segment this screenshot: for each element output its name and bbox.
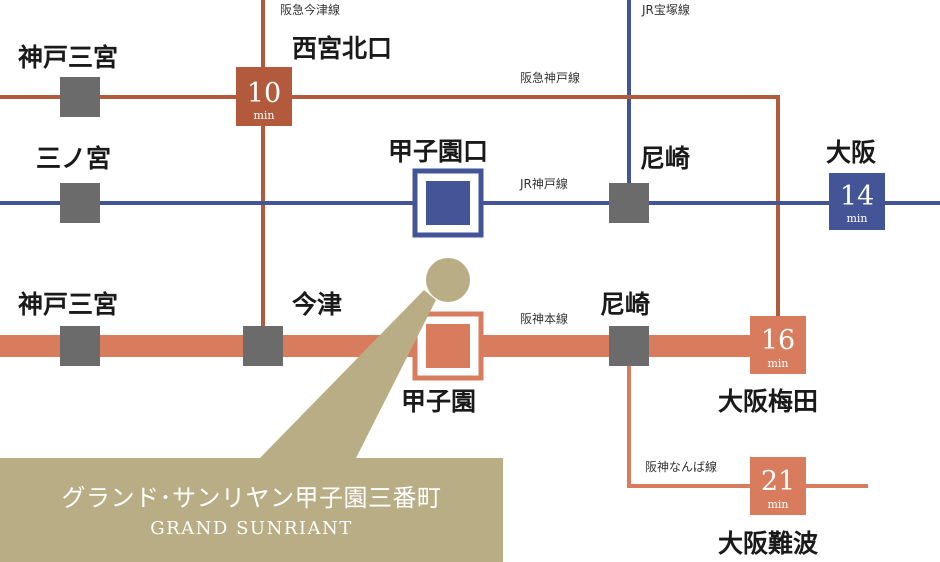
label-nishinomiya-kitaguchi: 西宮北口 [292, 34, 392, 63]
svg-text:min: min [253, 109, 274, 122]
label-koshien: 甲子園 [401, 387, 476, 416]
svg-text:14: 14 [840, 181, 874, 212]
label-osaka: 大阪 [826, 138, 876, 167]
station-sannomiya-jr [60, 183, 100, 223]
property-marker-icon [426, 258, 470, 302]
label-amagasaki-hanshin: 尼崎 [600, 290, 650, 319]
svg-text:min: min [846, 212, 867, 225]
property-pointer [258, 290, 436, 460]
svg-text:16: 16 [761, 325, 795, 356]
label-hanshin-main: 阪神本線 [520, 311, 568, 326]
time-box-osaka-umeda: 16 min [750, 316, 806, 374]
label-kobe-sannomiya-hankyu: 神戸三宮 [18, 43, 118, 72]
svg-text:10: 10 [247, 78, 281, 109]
svg-text:min: min [767, 357, 788, 370]
label-koshienguchi: 甲子園口 [388, 137, 488, 166]
station-amagasaki-jr [609, 183, 649, 223]
station-kobe-sannomiya-hankyu [60, 77, 100, 117]
station-kobe-sannomiya-hanshin [60, 326, 100, 366]
hankyu-kobe-line [0, 95, 780, 316]
label-osaka-umeda: 大阪梅田 [718, 387, 818, 416]
property-name-ja: グランド･サンリヤン甲子園三番町 [61, 484, 442, 512]
svg-text:21: 21 [761, 466, 795, 497]
svg-text:min: min [767, 498, 788, 511]
station-imazu [243, 326, 283, 366]
property-name-en: GRAND SUNRIANT [150, 518, 353, 539]
label-imazu: 今津 [292, 290, 342, 319]
station-amagasaki-hanshin [609, 326, 649, 366]
label-osaka-namba: 大阪難波 [718, 529, 819, 558]
label-hankyu-kobe: 阪急神戸線 [520, 70, 580, 85]
time-box-osaka-namba: 21 min [750, 457, 806, 515]
label-kobe-sannomiya-hanshin: 神戸三宮 [18, 290, 118, 319]
label-hankyu-imazu: 阪急今津線 [280, 2, 340, 17]
label-jr-takarazuka: JR宝塚線 [641, 2, 690, 17]
label-jr-kobe: JR神戸線 [519, 176, 568, 191]
time-box-osaka: 14 min [829, 173, 885, 230]
label-sannomiya-jr: 三ノ宮 [36, 144, 111, 173]
label-amagasaki-jr: 尼崎 [640, 144, 690, 173]
property-banner: グランド･サンリヤン甲子園三番町 GRAND SUNRIANT [0, 458, 503, 562]
label-hanshin-namba: 阪神なんば線 [645, 459, 717, 474]
time-box-nishinomiya-kitaguchi: 10 min [236, 67, 292, 126]
